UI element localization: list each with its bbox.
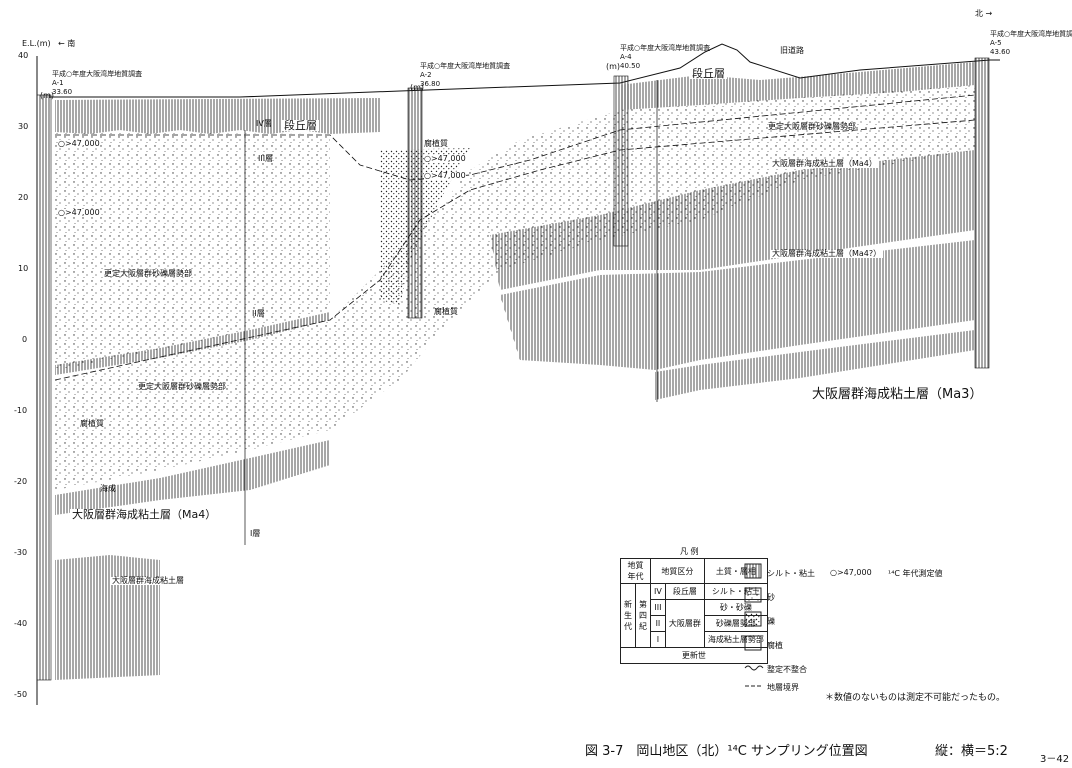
unit-label: (m) <box>410 83 425 92</box>
dense-band <box>380 148 470 305</box>
legend-period: 第四紀 <box>635 583 651 648</box>
legend: 凡 例 地質年代 地質区分 土質・層相 新生代 第四紀 IV 段丘層 シルト・粘… <box>620 548 1000 708</box>
terrace-layer-right <box>620 62 975 110</box>
label-ma4-right: 大阪層群海成粘土層（Ma4） <box>770 159 879 168</box>
label-terrace-left: 段丘層 <box>282 119 319 132</box>
axis-label: E.L.(m) <box>22 39 51 48</box>
borehole-elev: 33.60 <box>52 88 73 96</box>
swatch-sand <box>744 587 762 603</box>
layer-boundary <box>54 119 976 381</box>
borehole-a2 <box>407 87 423 319</box>
unit-label: (m) <box>606 62 621 71</box>
swatch-label: 腐植 <box>767 641 783 650</box>
ground-surface <box>50 43 1000 98</box>
borehole-a5 <box>974 57 990 369</box>
label-sand-gravel: 更定大阪層群砂礫層勢部 <box>768 122 856 131</box>
axis-tick: 0 <box>22 335 28 344</box>
sand-mass-upper-left <box>55 132 330 370</box>
axis-tick: -50 <box>14 690 28 699</box>
axis-tick: -10 <box>14 406 28 415</box>
label-layer-iv: IV層 <box>256 119 272 128</box>
legend-swatches <box>744 563 764 687</box>
borehole-a1 <box>36 94 52 681</box>
label-humus: 腐植質 <box>434 307 458 316</box>
borehole-id: A-1 <box>52 79 64 87</box>
label-humus: 腐植質 <box>424 139 448 148</box>
axis-tick: 20 <box>18 193 29 202</box>
clay-deep-left <box>55 555 160 680</box>
axis-tick: -40 <box>14 619 28 628</box>
label-sand-gravel: 更定大阪層群砂礫層勢部 <box>104 269 192 278</box>
swatch-humus <box>744 635 762 651</box>
scale-ratio: 縦：横＝5:2 <box>935 744 1008 759</box>
legend-table: 地質年代 地質区分 土質・層相 新生代 第四紀 IV 段丘層 シルト・粘土 II… <box>620 558 768 664</box>
borehole-elev: 43.60 <box>990 48 1011 56</box>
axis-tick: -20 <box>14 477 28 486</box>
c14-marker: ○>47,000 <box>424 171 466 180</box>
label-road: 旧道路 <box>780 46 804 55</box>
swatch-silt-clay <box>744 563 762 579</box>
legend-c14-text: ¹⁴C 年代測定値 <box>888 569 943 578</box>
page-number: 3－42 <box>1040 754 1070 765</box>
label-layer-iii: III層 <box>258 154 274 163</box>
c14-marker: ○>47,000 <box>424 154 466 163</box>
label-sea: 海成 <box>100 484 116 493</box>
borehole-elev: 40.50 <box>620 62 641 70</box>
legend-title: 凡 例 <box>680 547 699 556</box>
clay-ma4q <box>500 240 975 370</box>
clay-thin-band <box>55 312 330 375</box>
label-clay-deep: 大阪層群海成粘土層 <box>110 576 186 585</box>
label-layer-i: I層 <box>250 529 261 538</box>
label-ma4q: 大阪層群海成粘土層（Ma4?） <box>770 249 884 258</box>
borehole-id: A-2 <box>420 71 432 79</box>
label-humus: 腐植質 <box>80 419 104 428</box>
swatch-label: シルト・粘土 <box>767 569 815 578</box>
label-terrace-right: 段丘層 <box>690 67 727 80</box>
swatch-gravel <box>744 611 762 627</box>
swatch-label: 礫 <box>767 617 775 626</box>
unit-label: (m) <box>40 91 55 100</box>
borehole-header-a1: 平成○年度大阪湾岸地質調査 A-1 33.60 <box>52 70 142 97</box>
borehole-elev: 36.80 <box>420 80 441 88</box>
terrace-layer <box>55 98 380 134</box>
legend-c14-symbol: ○>47,000 <box>830 568 872 577</box>
footnote: ＊数値のないものは測定不可能だったもの。 <box>825 693 1006 703</box>
clay-ma4-right <box>490 150 975 290</box>
c14-marker: ○>47,000 <box>58 139 100 148</box>
borehole-name: 平成○年度大阪湾岸地質調査 <box>620 44 711 52</box>
borehole-name: 平成○年度大阪湾岸地質調査 <box>990 30 1072 38</box>
axis-tick: 10 <box>18 264 29 273</box>
legend-epoch: 更新世 <box>620 647 768 664</box>
axis-tick: -30 <box>14 548 28 557</box>
label-ma3: 大阪層群海成粘土層（Ma3） <box>812 387 983 402</box>
axis-tick: 40 <box>18 51 29 60</box>
legend-header: 地質年代 <box>620 558 651 584</box>
swatch-label: 地層境界 <box>767 683 799 692</box>
borehole-a4 <box>613 75 629 247</box>
arrow-north: 北 → <box>975 9 993 18</box>
arrow-south: ← 南 <box>58 39 76 48</box>
borehole-header-a2: 平成○年度大阪湾岸地質調査 A-2 36.80 <box>420 62 510 89</box>
swatch-unconformity <box>744 665 764 671</box>
borehole-header-a4: 平成○年度大阪湾岸地質調査 A-4 40.50 <box>620 44 710 71</box>
swatch-label: 整定不整合 <box>767 665 807 674</box>
label-layer-ii: II層 <box>252 309 265 318</box>
figure-caption: 図 3-7 岡山地区（北）¹⁴C サンプリング位置図 <box>585 744 868 759</box>
borehole-id: A-4 <box>620 53 632 61</box>
label-sand-gravel: 更定大阪層群砂礫層勢部 <box>138 382 226 391</box>
swatch-label: 砂 <box>767 593 775 602</box>
borehole-header-a5: 平成○年度大阪湾岸地質調査 A-5 43.60 <box>990 30 1072 57</box>
c14-marker: ○>47,000 <box>58 208 100 217</box>
clay-ma3 <box>655 330 975 400</box>
borehole-name: 平成○年度大阪湾岸地質調査 <box>52 70 143 78</box>
clay-ma4-left <box>55 440 330 515</box>
label-ma4-left: 大阪層群海成粘土層（Ma4） <box>70 508 219 521</box>
borehole-id: A-5 <box>990 39 1002 47</box>
axis-tick: 30 <box>18 122 29 131</box>
borehole-name: 平成○年度大阪湾岸地質調査 <box>420 62 511 70</box>
